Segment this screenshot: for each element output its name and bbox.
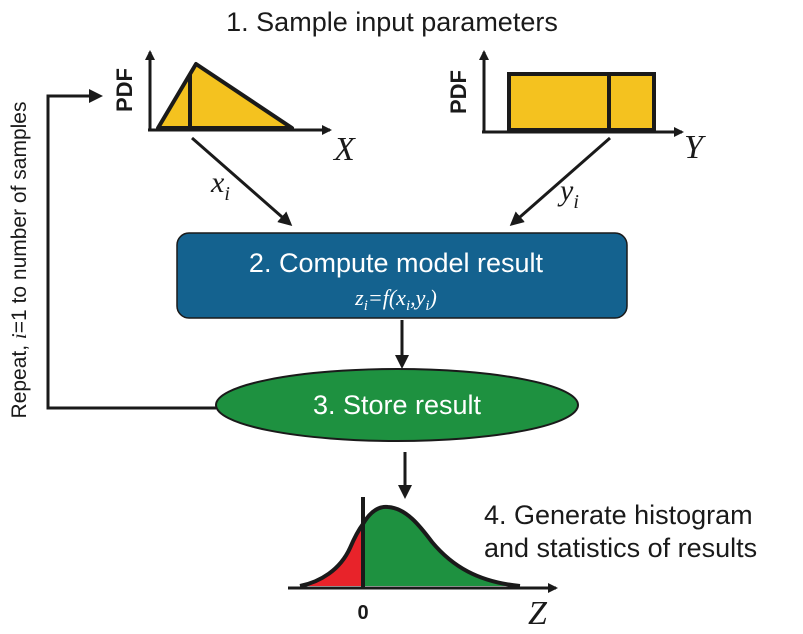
compute-box xyxy=(176,232,628,319)
zero-tick-label: 0 xyxy=(357,602,368,624)
y-pdf-label: PDF xyxy=(446,70,471,114)
step-1-title: 1. Sample input parameters xyxy=(226,7,558,37)
step-4-title-line2: and statistics of results xyxy=(484,533,757,563)
store-ellipse xyxy=(215,368,579,442)
step-2-title: 2. Compute model result xyxy=(249,248,544,278)
step-4-title-line1: 4. Generate histogram xyxy=(484,500,753,530)
y-uniform-pdf xyxy=(507,72,656,132)
repeat-loop-arrow xyxy=(46,89,216,410)
z-axis-label: Z xyxy=(528,595,548,632)
repeat-loop-label: Repeat, i=1 to number of samples xyxy=(7,102,31,419)
x-sample-label: xi xyxy=(210,166,230,205)
x-triangular-pdf xyxy=(156,62,294,130)
model-formula: zi=f(xi,yi) xyxy=(354,285,437,314)
positive-area xyxy=(363,506,520,586)
x-sample-arrow xyxy=(191,136,293,226)
y-sample-label: yi xyxy=(557,174,579,213)
distribution-outline xyxy=(299,504,521,588)
output-distribution: 0 Z xyxy=(288,497,558,632)
step-3-title: 3. Store result xyxy=(313,390,482,420)
y-input-pdf: PDF Y xyxy=(446,50,706,166)
compute-step: 2. Compute model result zi=f(xi,yi) xyxy=(176,232,628,319)
y-sample-arrow xyxy=(509,136,611,226)
negative-tail-area xyxy=(300,524,363,586)
y-axis-label: Y xyxy=(684,129,706,166)
x-axis-label: X xyxy=(332,131,356,168)
x-pdf-label: PDF xyxy=(112,68,137,112)
x-input-pdf: PDF X xyxy=(112,50,356,168)
store-step: 3. Store result xyxy=(215,368,579,442)
